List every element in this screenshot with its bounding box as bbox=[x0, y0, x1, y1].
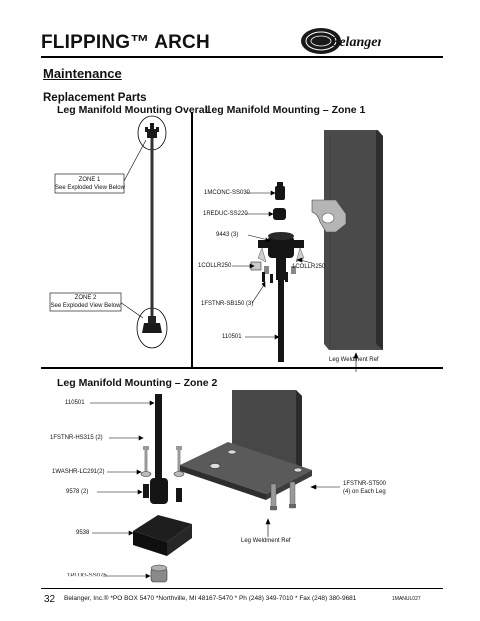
label-collr-left: 1COLLR250 bbox=[198, 263, 232, 269]
footer-address: Belanger, Inc.® *PO BOX 5470 *Northville… bbox=[64, 595, 357, 602]
zone2-note-line2: See Exploded View Below bbox=[50, 303, 121, 309]
label-9578: 9578 (2) bbox=[66, 489, 89, 495]
label-weldment-zone1: Leg Weldment Ref bbox=[329, 357, 379, 363]
label-fstnr-sb150: 1FSTNR-SB150 (3) bbox=[201, 301, 254, 307]
label-9538: 9538 bbox=[76, 530, 90, 536]
doc-code: 1MANUL027 bbox=[392, 596, 421, 602]
panel-divider-vertical bbox=[191, 112, 193, 367]
label-110501-zone2: 110501 bbox=[65, 400, 85, 406]
zone1-screw-2 bbox=[270, 274, 273, 283]
overall-base-block bbox=[142, 323, 162, 333]
overall-top-manifold bbox=[147, 129, 157, 138]
page-number: 32 bbox=[44, 594, 56, 605]
zone1-screw-3 bbox=[285, 272, 288, 282]
label-mconc: 1MCONC-SS030 bbox=[204, 190, 251, 196]
zone2-panel-title: Leg Manifold Mounting – Zone 2 bbox=[57, 377, 218, 389]
label-weldment-zone2: Leg Weldment Ref bbox=[241, 538, 291, 544]
zone1-panel-title: Leg Manifold Mounting – Zone 1 bbox=[205, 104, 366, 116]
overall-pole bbox=[150, 138, 154, 321]
label-fstnr-st500: 1FSTNR-ST500 bbox=[343, 481, 387, 487]
footer-rule bbox=[41, 588, 443, 589]
label-fstnr-hs315: 1FSTNR-HS315 (2) bbox=[50, 435, 103, 441]
zone2-washer-right bbox=[173, 471, 185, 477]
zone2-spacer-right bbox=[176, 488, 182, 502]
zone2-bolt-left-head bbox=[143, 446, 149, 450]
zone2-pipe-110501 bbox=[155, 394, 162, 484]
zone2-spacer-left bbox=[143, 484, 149, 498]
belanger-logo: Belanger bbox=[299, 26, 381, 56]
zone2-washer-left bbox=[140, 471, 152, 477]
label-reduc: 1REDUC-SS220 bbox=[203, 211, 248, 217]
zone2-note-line1: ZONE 2 bbox=[74, 295, 97, 301]
panel-divider-horizontal bbox=[41, 367, 443, 369]
zone1-weldment-column bbox=[324, 130, 383, 350]
zone1-note-line2: See Exploded View Below bbox=[55, 185, 125, 191]
zone2-manifold-base bbox=[150, 478, 168, 504]
label-9443: 9443 (3) bbox=[216, 232, 239, 238]
label-washr: 1WASHR-LC291(2) bbox=[52, 469, 105, 475]
zone1-part-reduc bbox=[273, 208, 286, 220]
svg-text:Belanger: Belanger bbox=[329, 35, 381, 50]
label-110501-zone1: 110501 bbox=[222, 334, 242, 340]
label-fstnr-st500-note: (4) on Each Leg bbox=[343, 489, 386, 495]
zone1-screw-1 bbox=[262, 272, 265, 282]
section-subheading: Replacement Parts bbox=[43, 92, 147, 104]
overall-panel-title: Leg Manifold Mounting Overall bbox=[57, 104, 211, 116]
header-rule bbox=[41, 56, 443, 58]
zone2-block-9538 bbox=[133, 515, 192, 542]
section-heading: Maintenance bbox=[43, 66, 122, 81]
zone1-note-line1: ZONE 1 bbox=[78, 177, 101, 183]
zone2-bolt-right-head bbox=[176, 446, 182, 450]
zone2-mounting-plate bbox=[180, 442, 312, 494]
label-plug: 1PLUG-SS075 bbox=[67, 573, 107, 579]
zone1-manifold-block bbox=[268, 236, 294, 258]
zone1-part-mconc bbox=[275, 186, 285, 200]
page-title: FLIPPING™ ARCH bbox=[41, 32, 210, 53]
label-collr-right: 1COLLR250 bbox=[292, 264, 326, 270]
zone1-pipe-110501 bbox=[278, 280, 284, 362]
